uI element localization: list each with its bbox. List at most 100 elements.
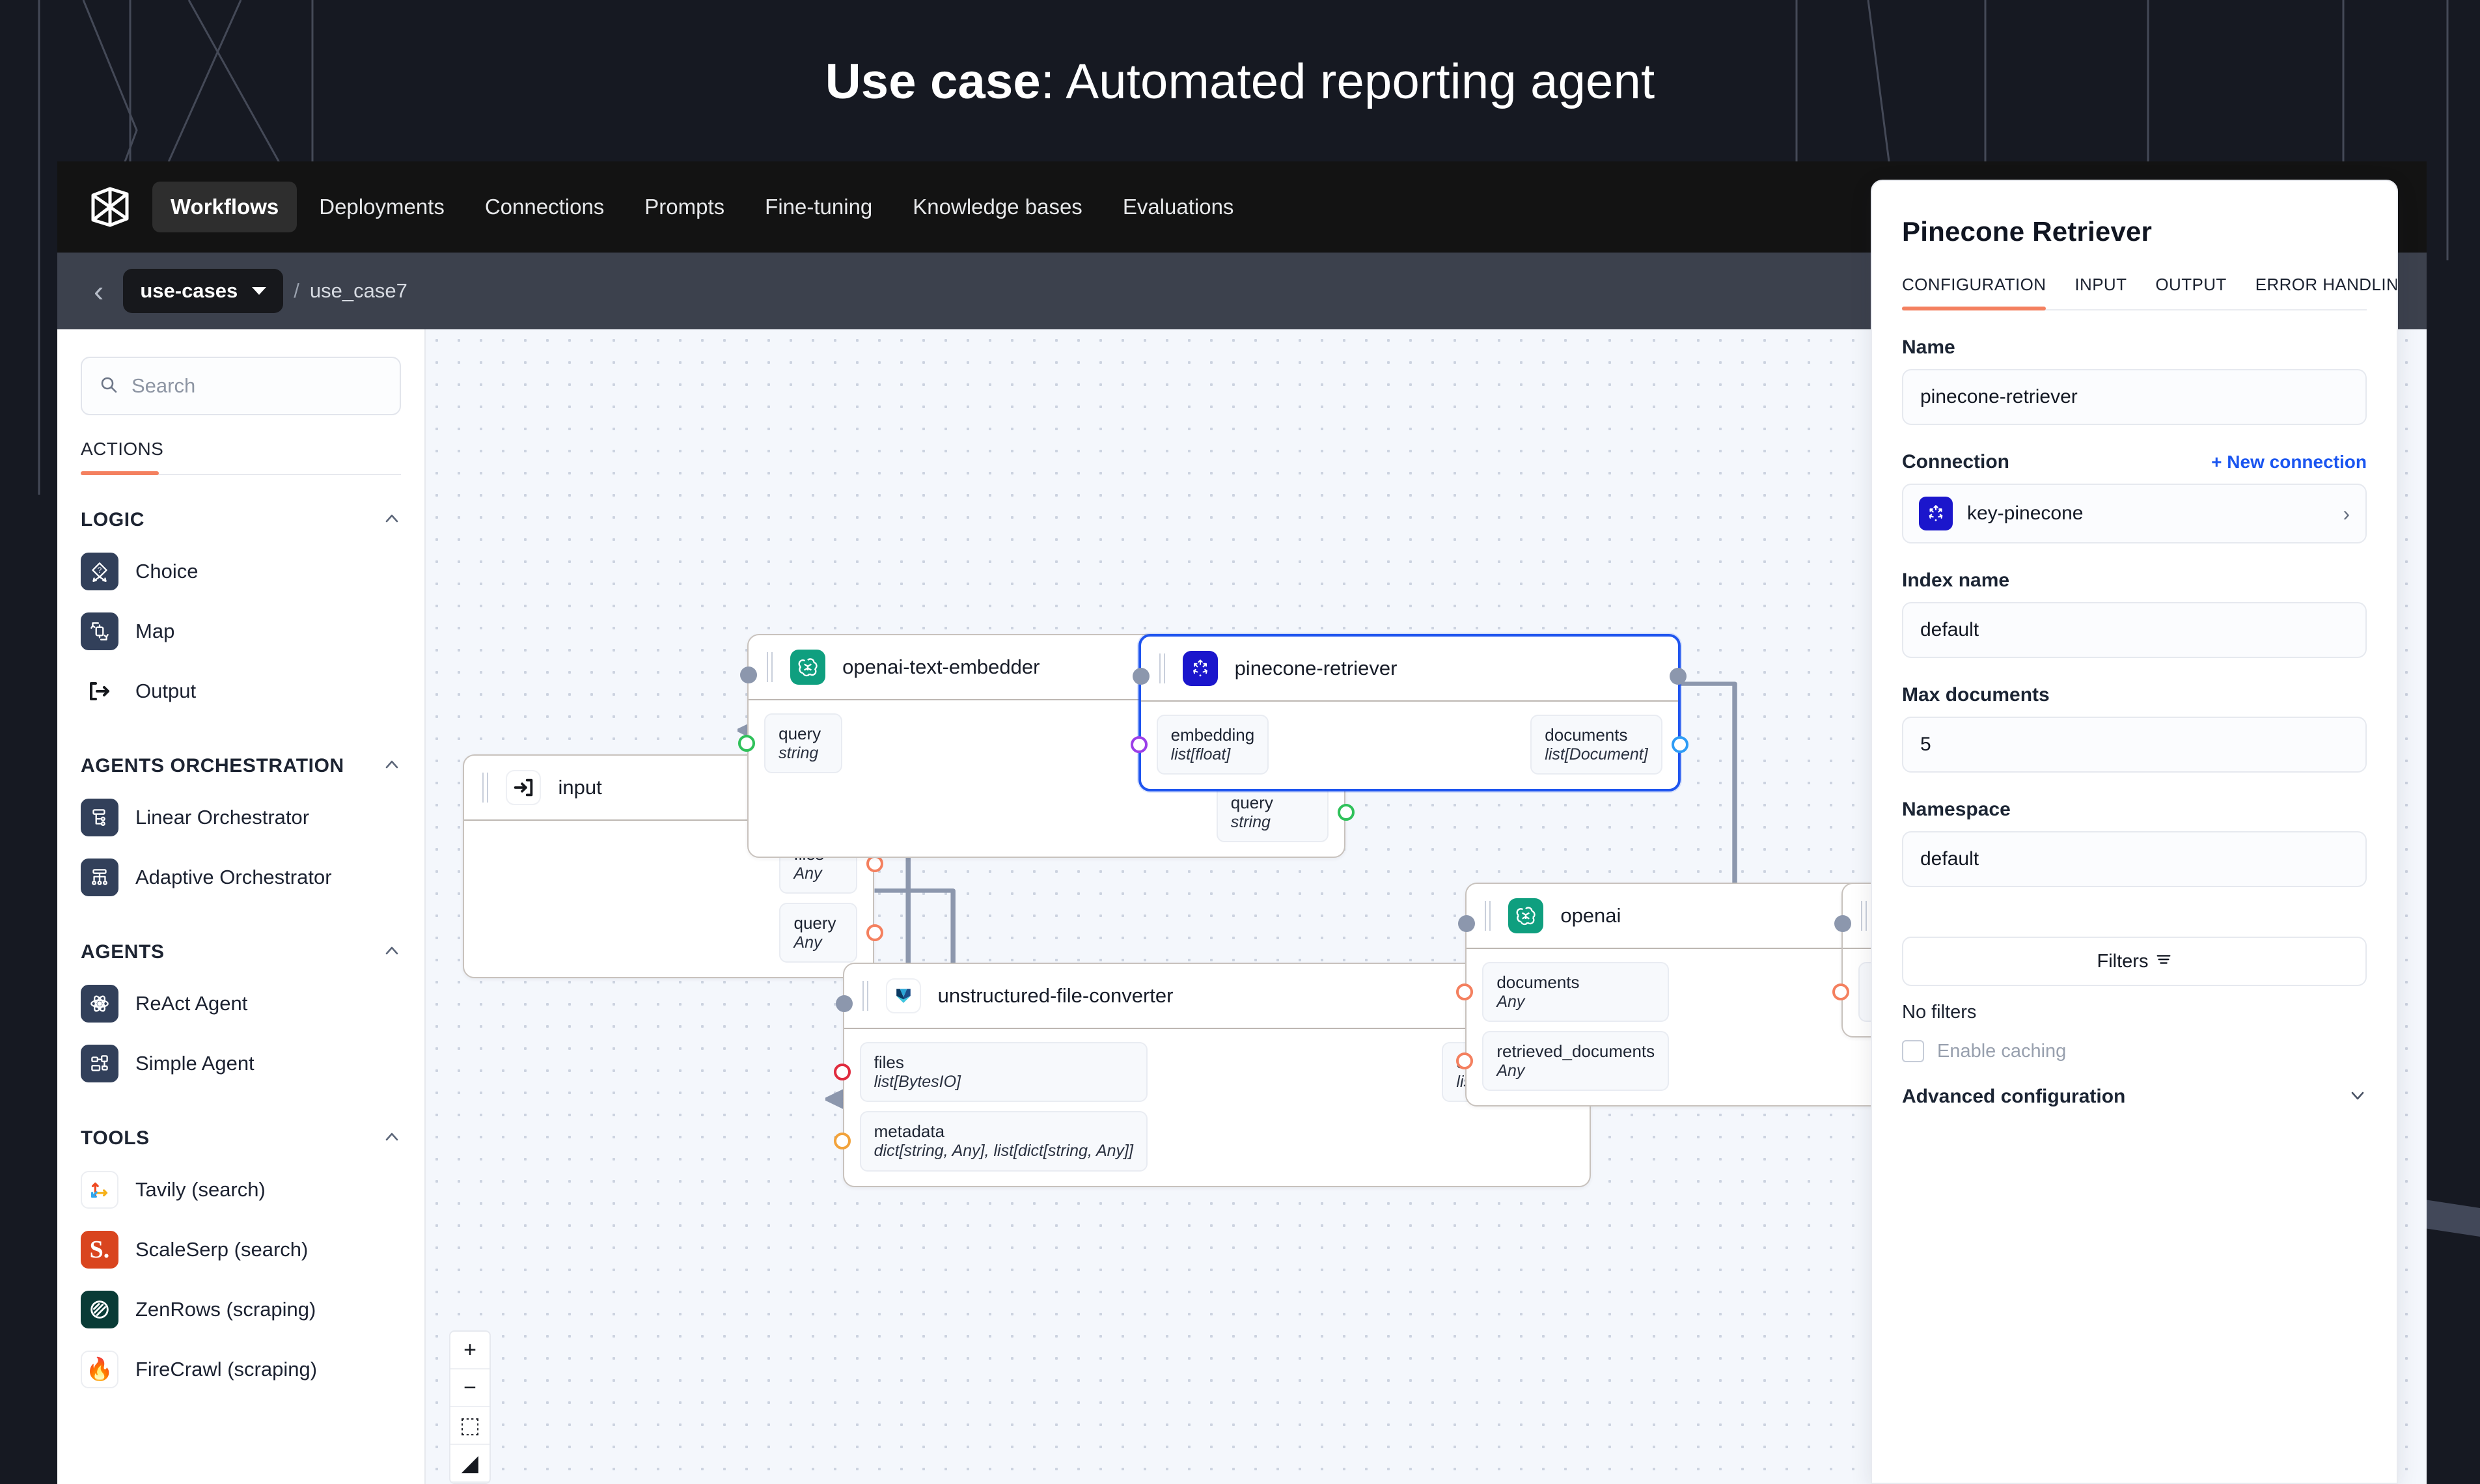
port-name: metadata xyxy=(874,1121,945,1142)
port-connector[interactable] xyxy=(738,735,756,752)
node-input-handle[interactable] xyxy=(740,666,758,684)
svg-text:?: ? xyxy=(98,566,102,575)
filters-button[interactable]: Filters xyxy=(1902,937,2367,986)
sidebar-item-zenrows-scraping-[interactable]: ZenRows (scraping) xyxy=(81,1280,401,1340)
sidebar-group-header[interactable]: LOGIC xyxy=(81,509,401,531)
panel-tab-input[interactable]: INPUT xyxy=(2074,275,2127,294)
nav-item-prompts[interactable]: Prompts xyxy=(644,195,725,219)
port-connector[interactable] xyxy=(1671,736,1688,754)
chevron-up-icon xyxy=(383,942,401,963)
nav-item-workflows[interactable]: Workflows xyxy=(152,182,297,232)
nav-item-evaluations[interactable]: Evaluations xyxy=(1122,195,1234,219)
node-input-handle[interactable] xyxy=(1132,668,1150,685)
node-header[interactable]: openai-text-embedder xyxy=(740,635,1353,699)
port-connector[interactable] xyxy=(1832,983,1849,1001)
sidebar-item-scaleserp-search-[interactable]: S.ScaleSerp (search) xyxy=(81,1220,401,1280)
port-connector[interactable] xyxy=(1338,804,1355,821)
sidebar-item-linear-orchestrator[interactable]: Linear Orchestrator xyxy=(81,788,401,847)
port-type: dict[string, Any], list[dict[string, Any… xyxy=(874,1142,1133,1161)
nav-item-connections[interactable]: Connections xyxy=(484,195,605,219)
port-connector[interactable] xyxy=(1456,983,1474,1001)
connection-select[interactable]: key-pinecone › xyxy=(1902,484,2367,543)
port-connector[interactable] xyxy=(866,924,884,942)
node-output-handle[interactable] xyxy=(1669,668,1687,685)
firecrawl-icon: 🔥 xyxy=(81,1351,118,1388)
drag-handle-icon[interactable] xyxy=(1159,653,1166,684)
nav-item-fine-tuning[interactable]: Fine-tuning xyxy=(765,195,873,219)
zoom-in-button[interactable]: + xyxy=(450,1332,489,1369)
sidebar-item-output[interactable]: Output xyxy=(81,661,401,721)
sidebar-item-simple-agent[interactable]: Simple Agent xyxy=(81,1034,401,1093)
drag-handle-icon[interactable] xyxy=(862,981,869,1011)
lock-button[interactable]: ◢ xyxy=(450,1445,489,1483)
sidebar-item-react-agent[interactable]: ReAct Agent xyxy=(81,974,401,1034)
zoom-out-button[interactable]: − xyxy=(450,1369,489,1407)
chevron-left-icon[interactable]: ‹ xyxy=(94,274,104,308)
port-connector[interactable] xyxy=(1456,1052,1474,1070)
port-connector[interactable] xyxy=(1130,736,1148,754)
node-header[interactable]: unstructured-file-converter xyxy=(835,964,1598,1028)
node-divider xyxy=(749,699,1345,701)
node-input-handle[interactable] xyxy=(835,995,853,1013)
namespace-field[interactable]: default xyxy=(1902,831,2367,887)
canvas-zoom-controls: +−⬚◢ xyxy=(449,1330,491,1484)
node-title: input xyxy=(558,775,602,799)
advanced-configuration-toggle[interactable]: Advanced configuration xyxy=(1902,1086,2367,1108)
project-select[interactable]: use-cases xyxy=(123,269,284,313)
simple-agent-icon xyxy=(81,1045,118,1082)
port-type: Any xyxy=(793,933,822,952)
sidebar-group-header[interactable]: TOOLS xyxy=(81,1127,401,1149)
sidebar-item-label: Linear Orchestrator xyxy=(135,806,310,829)
sidebar-group-header[interactable]: AGENTS ORCHESTRATION xyxy=(81,755,401,777)
panel-tab-output[interactable]: OUTPUT xyxy=(2155,275,2227,294)
name-field[interactable]: pinecone-retriever xyxy=(1902,369,2367,425)
panel-tab-error-handling[interactable]: ERROR HANDLING xyxy=(2255,275,2398,294)
node-input-handle[interactable] xyxy=(1458,915,1476,933)
drag-handle-icon[interactable] xyxy=(482,772,489,803)
project-label: use-cases xyxy=(140,279,238,302)
enable-caching-checkbox[interactable]: Enable caching xyxy=(1902,1040,2367,1062)
sidebar-item-tavily-search-[interactable]: Tavily (search) xyxy=(81,1160,401,1220)
sidebar-group-header[interactable]: AGENTS xyxy=(81,941,401,963)
nav-item-deployments[interactable]: Deployments xyxy=(319,195,445,219)
sidebar-item-map[interactable]: Map xyxy=(81,601,401,661)
search-input[interactable]: Search xyxy=(81,357,401,415)
drag-handle-icon[interactable] xyxy=(1485,901,1491,931)
sidebar-item-label: Adaptive Orchestrator xyxy=(135,866,332,888)
node-header[interactable]: pinecone-retriever xyxy=(1132,637,1687,700)
index-name-field[interactable]: default xyxy=(1902,602,2367,658)
nav-item-knowledge-bases[interactable]: Knowledge bases xyxy=(913,195,1082,219)
port-connector[interactable] xyxy=(833,1064,851,1081)
port-connector[interactable] xyxy=(833,1133,851,1150)
new-connection-link[interactable]: + New connection xyxy=(2211,452,2367,472)
sidebar-group-title: AGENTS ORCHESTRATION xyxy=(81,755,344,776)
input-arrow-icon xyxy=(506,769,542,805)
sidebar-item-adaptive-orchestrator[interactable]: Adaptive Orchestrator xyxy=(81,847,401,907)
node-header[interactable]: openai xyxy=(1458,884,2015,948)
linear-orchestrator-icon xyxy=(81,799,118,836)
node-input-handle[interactable] xyxy=(1834,915,1851,933)
sidebar-item-choice[interactable]: ?Choice xyxy=(81,542,401,601)
cube-logo-icon[interactable] xyxy=(86,183,134,231)
drag-handle-icon[interactable] xyxy=(1860,901,1867,931)
fit-view-button[interactable]: ⬚ xyxy=(450,1407,489,1445)
tab-actions[interactable]: ACTIONS xyxy=(81,439,163,474)
sidebar-item-firecrawl-scraping-[interactable]: 🔥FireCrawl (scraping) xyxy=(81,1340,401,1399)
drag-handle-icon[interactable] xyxy=(767,652,773,683)
max-documents-field[interactable]: 5 xyxy=(1902,717,2367,773)
panel-title: Pinecone Retriever xyxy=(1902,216,2153,247)
panel-tab-configuration[interactable]: CONFIGURATION xyxy=(1902,275,2046,310)
sidebar-item-label: Map xyxy=(135,620,175,642)
